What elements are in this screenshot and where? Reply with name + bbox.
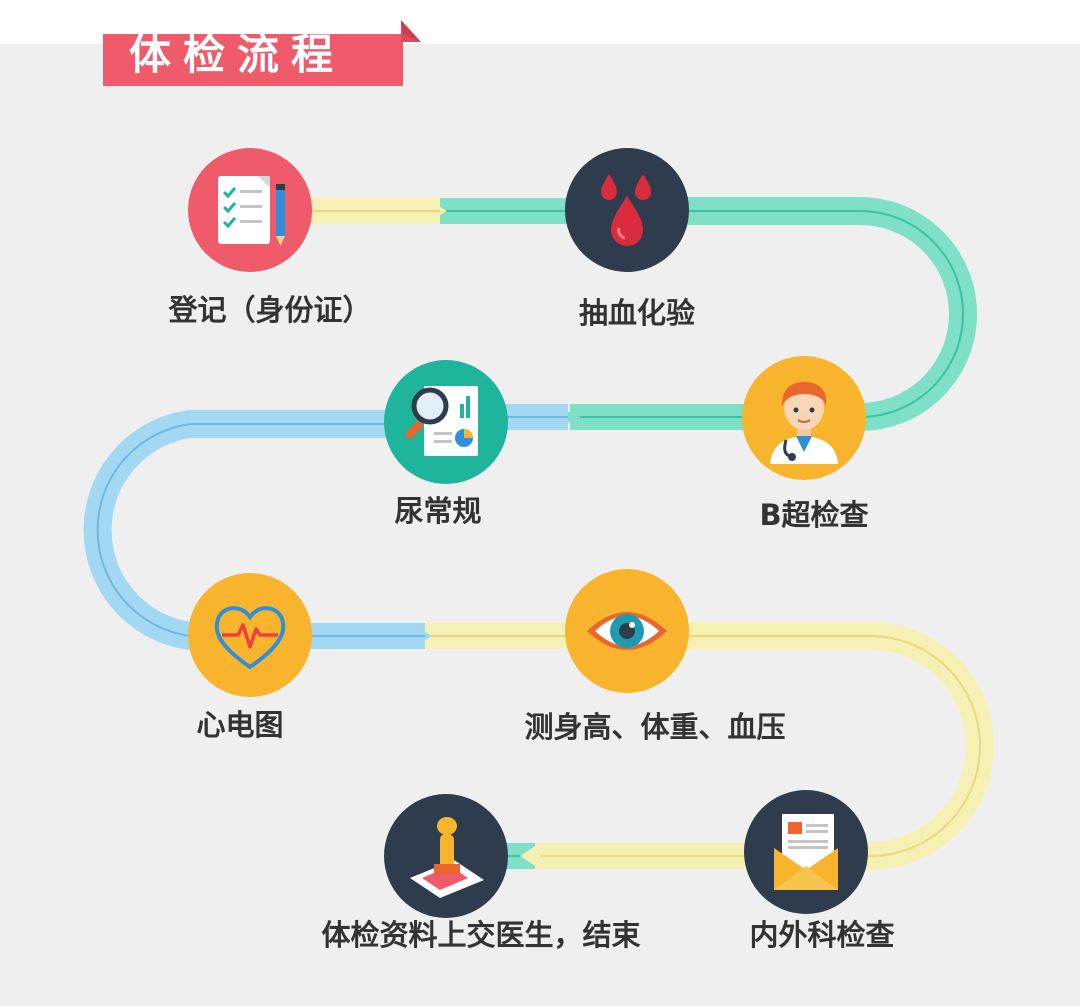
step-blood-test <box>565 148 689 272</box>
step-label-registration: 登记（身份证） <box>168 293 372 327</box>
heart-ecg-icon <box>188 573 312 697</box>
step-finish <box>384 794 508 918</box>
checklist-pencil-icon <box>188 148 312 272</box>
step-urine-test <box>384 360 508 484</box>
banner-ribbon-shape <box>103 20 421 86</box>
eye-icon <box>565 569 689 693</box>
doctor-icon <box>742 356 866 480</box>
magnifier-report-icon <box>384 360 508 484</box>
step-registration <box>188 148 312 272</box>
step-label-b-ultrasound: B超检查 <box>759 498 869 532</box>
step-label-blood-test: 抽血化验 <box>578 296 696 330</box>
step-internal-exam <box>744 790 868 914</box>
step-label-ecg: 心电图 <box>196 708 284 742</box>
envelope-document-icon <box>744 790 868 914</box>
page-title: 体检流程 <box>129 30 346 79</box>
step-label-finish: 体检资料上交医生，结束 <box>321 918 641 952</box>
blood-drops-icon <box>565 148 689 272</box>
title-banner: 体检流程 <box>103 20 421 86</box>
step-label-urine-test: 尿常规 <box>394 494 482 528</box>
step-vitals <box>565 569 689 693</box>
step-label-vitals: 测身高、体重、血压 <box>524 710 786 744</box>
step-b-ultrasound <box>742 356 866 480</box>
stamp-icon <box>384 794 508 918</box>
step-label-internal-exam: 内外科检查 <box>749 918 895 952</box>
step-ecg <box>188 573 312 697</box>
